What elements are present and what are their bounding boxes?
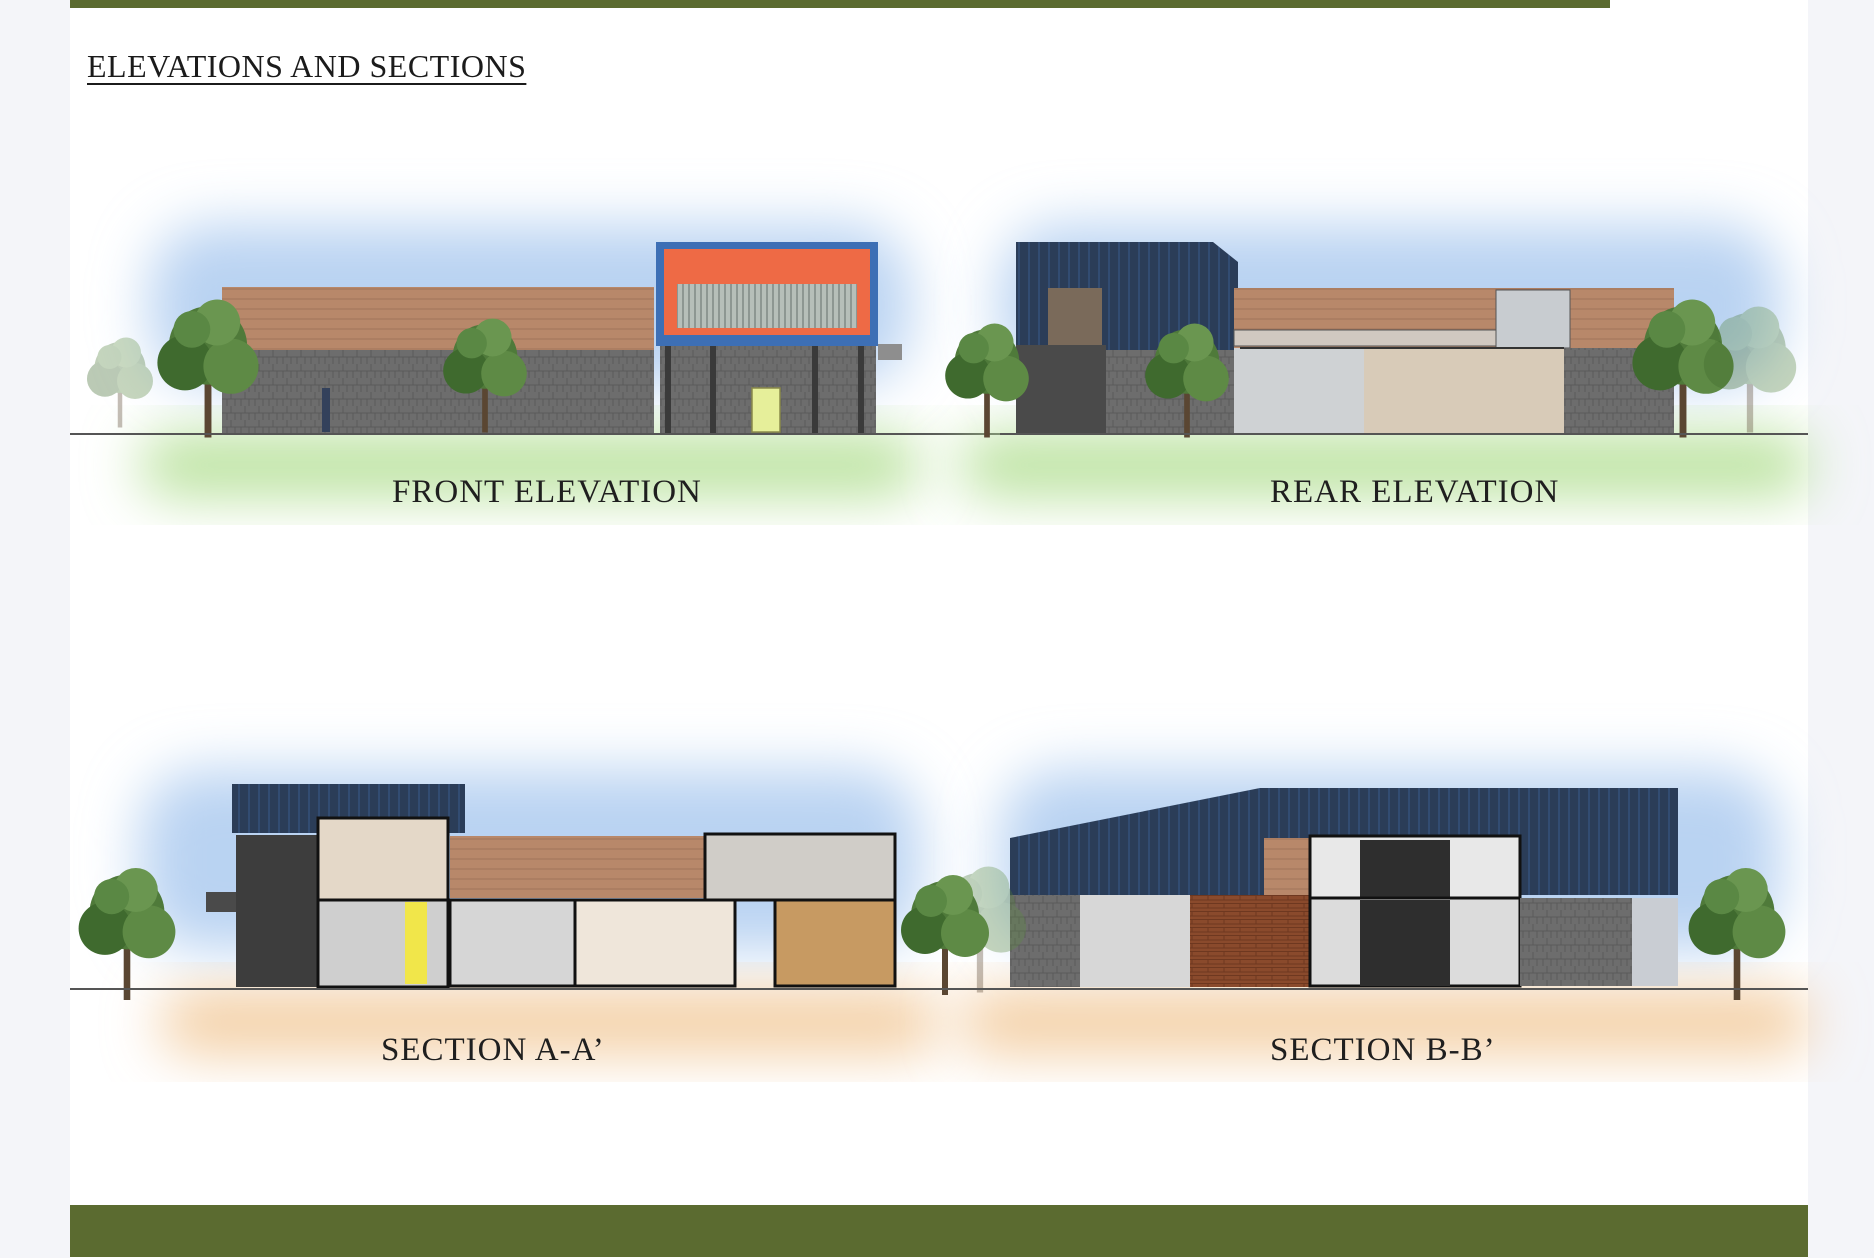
grass-wash (960, 435, 1810, 495)
lower-room (316, 898, 450, 989)
rear-elevation-label: REAR ELEVATION (1270, 474, 1560, 510)
glazed-dining-wall (1364, 348, 1564, 433)
section-a-label: SECTION A-A’ (381, 1032, 605, 1068)
upper-room (316, 816, 450, 902)
dining-room (573, 898, 737, 988)
wood-cladding-band (222, 287, 654, 350)
top-band (70, 0, 1610, 8)
bottom-band (70, 1205, 1808, 1257)
upper-glazing (1495, 289, 1571, 349)
stair-room (773, 898, 897, 988)
entry-frame (236, 835, 318, 987)
glazed-wall (1080, 895, 1190, 987)
wood-ceiling (450, 836, 705, 898)
column (812, 346, 818, 434)
stone-wall (1520, 898, 1632, 986)
front-elevation-drawing (70, 225, 1000, 495)
rear-elevation-drawing (945, 225, 1810, 495)
section-a-drawing (70, 770, 940, 1052)
glazing (1632, 898, 1678, 986)
louvre-screen (677, 284, 857, 328)
entry-void (1016, 345, 1106, 433)
canopy-ledge (878, 344, 902, 360)
earth-wash (960, 992, 1810, 1052)
section-b-label: SECTION B-B’ (1270, 1032, 1496, 1068)
entrance-door (751, 387, 781, 433)
section-b-drawing (901, 770, 1810, 1052)
kitchen-room (448, 898, 577, 988)
grass-wash (140, 435, 920, 495)
column (710, 346, 716, 434)
sheet-title: ELEVATIONS AND SECTIONS (87, 48, 527, 84)
earth-wash (160, 992, 940, 1052)
yellow-door (405, 902, 427, 984)
side-door (322, 388, 330, 432)
upper-window (1048, 288, 1102, 346)
stone-base-wall (222, 350, 654, 433)
balcony-rail (1233, 329, 1497, 347)
upper-office (703, 832, 897, 902)
shelving (1360, 900, 1450, 986)
tree-icon (87, 338, 153, 428)
wood-panel (1264, 838, 1310, 895)
column (665, 346, 671, 434)
front-elevation-label: FRONT ELEVATION (392, 474, 702, 510)
column (858, 346, 864, 434)
glazed-wall (1234, 348, 1364, 433)
brick-wall (1190, 895, 1310, 987)
